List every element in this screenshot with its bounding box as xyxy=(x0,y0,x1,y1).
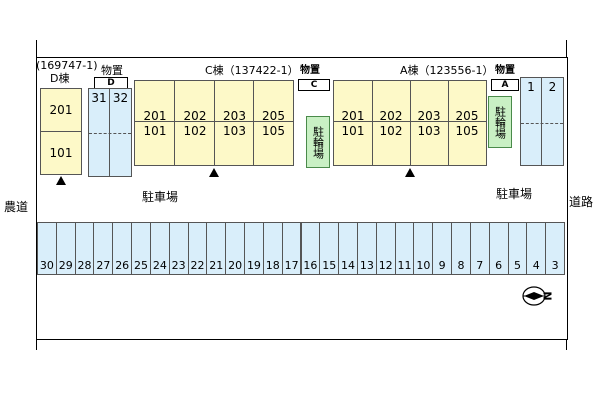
c-room-101: 101 xyxy=(143,124,167,138)
parking-space: 23 xyxy=(168,222,189,275)
left-road-label: 農道 xyxy=(4,200,29,214)
c-storage-tag: C xyxy=(298,79,330,91)
d-entrance-marker xyxy=(56,176,66,185)
a-building: 201 202 203 205 101 102 103 105 xyxy=(333,80,487,166)
parking-space: 27 xyxy=(93,222,114,275)
d-storage: 31 32 xyxy=(88,88,132,177)
parking-space: 26 xyxy=(112,222,133,275)
a-room-101: 101 xyxy=(341,124,365,138)
a-room-202: 202 xyxy=(379,109,403,123)
parking-space: 29 xyxy=(55,222,76,275)
a-storage-divider xyxy=(521,123,563,124)
a-storage-label: 物置 xyxy=(495,65,515,76)
c-wall-3 xyxy=(253,81,254,165)
a-entrance-marker xyxy=(405,168,415,177)
d-building-name: D棟 xyxy=(50,72,70,85)
c-storage-label: 物置 xyxy=(300,65,320,76)
d-storage-divider xyxy=(89,133,131,134)
c-bike-parking: 駐輪場 xyxy=(306,116,330,168)
parking-space: 21 xyxy=(206,222,227,275)
a-room-105: 105 xyxy=(455,124,479,138)
c-wall-2 xyxy=(214,81,215,165)
a-wall-3 xyxy=(448,81,449,165)
a-room-103: 103 xyxy=(417,124,441,138)
a-room-201: 201 xyxy=(341,109,365,123)
parking-space: 9 xyxy=(432,222,453,275)
parking-space: 18 xyxy=(262,222,283,275)
d-room-201: 201 xyxy=(41,89,81,132)
parking-space: 13 xyxy=(356,222,377,275)
parking-space: 12 xyxy=(375,222,396,275)
d-room-101: 101 xyxy=(49,146,73,160)
compass-letter: N xyxy=(540,291,554,301)
parking-space: 7 xyxy=(469,222,490,275)
a-room-102: 102 xyxy=(379,124,403,138)
parking-space: 28 xyxy=(74,222,95,275)
c-building-title: C棟（137422-1） xyxy=(205,64,299,77)
storage-unit-1: 1 xyxy=(521,78,542,165)
c-room-203: 203 xyxy=(223,109,246,123)
c-entrance-marker xyxy=(209,168,219,177)
c-room-202: 202 xyxy=(183,109,207,123)
north-compass-icon xyxy=(522,286,546,306)
parking-space: 24 xyxy=(149,222,170,275)
parking-label-left: 駐車場 xyxy=(142,190,179,204)
a-bike-parking-label: 駐輪場 xyxy=(493,105,507,139)
parking-space: 8 xyxy=(451,222,471,275)
c-room-205: 205 xyxy=(262,109,285,123)
parking-space: 16 xyxy=(300,222,321,275)
a-bike-parking: 駐輪場 xyxy=(488,96,512,148)
parking-space: 25 xyxy=(131,222,151,275)
a-room-205: 205 xyxy=(455,109,479,123)
a-building-title: A棟（123556-1） xyxy=(400,64,494,77)
a-storage-tag: A xyxy=(491,79,519,91)
c-room-201: 201 xyxy=(143,109,167,123)
c-room-102: 102 xyxy=(183,124,207,138)
parking-space: 6 xyxy=(488,222,509,275)
a-wall-1 xyxy=(372,81,373,165)
a-room-203: 203 xyxy=(417,109,441,123)
parking-space: 5 xyxy=(507,222,528,275)
parking-space: 19 xyxy=(244,222,264,275)
parking-space: 10 xyxy=(413,222,434,275)
a-wall-2 xyxy=(410,81,411,165)
storage-unit-31: 31 xyxy=(89,89,110,176)
parking-space: 11 xyxy=(394,222,415,275)
parking-space: 17 xyxy=(281,222,302,275)
d-storage-label: 物置 xyxy=(101,64,123,77)
parking-space: 30 xyxy=(37,222,57,275)
c-bike-parking-label: 駐輪場 xyxy=(311,125,325,159)
parking-space: 20 xyxy=(225,222,246,275)
parking-space: 3 xyxy=(545,222,565,275)
d-building-code: (169747-1) xyxy=(36,59,98,72)
storage-unit-32: 32 xyxy=(112,91,129,105)
parking-space: 15 xyxy=(319,222,340,275)
right-road-label: 道路 xyxy=(569,195,594,209)
parking-space: 4 xyxy=(526,222,547,275)
a-storage: 1 2 xyxy=(520,77,564,166)
parking-label-right: 駐車場 xyxy=(496,187,533,201)
parking-space: 22 xyxy=(187,222,208,275)
parking-space: 14 xyxy=(338,222,358,275)
c-wall-1 xyxy=(174,81,175,165)
c-room-105: 105 xyxy=(262,124,285,138)
d-building: 201 101 xyxy=(40,88,82,175)
c-room-103: 103 xyxy=(223,124,246,138)
c-building: 201 202 203 205 101 102 103 105 xyxy=(134,80,294,166)
storage-unit-2: 2 xyxy=(548,80,557,94)
